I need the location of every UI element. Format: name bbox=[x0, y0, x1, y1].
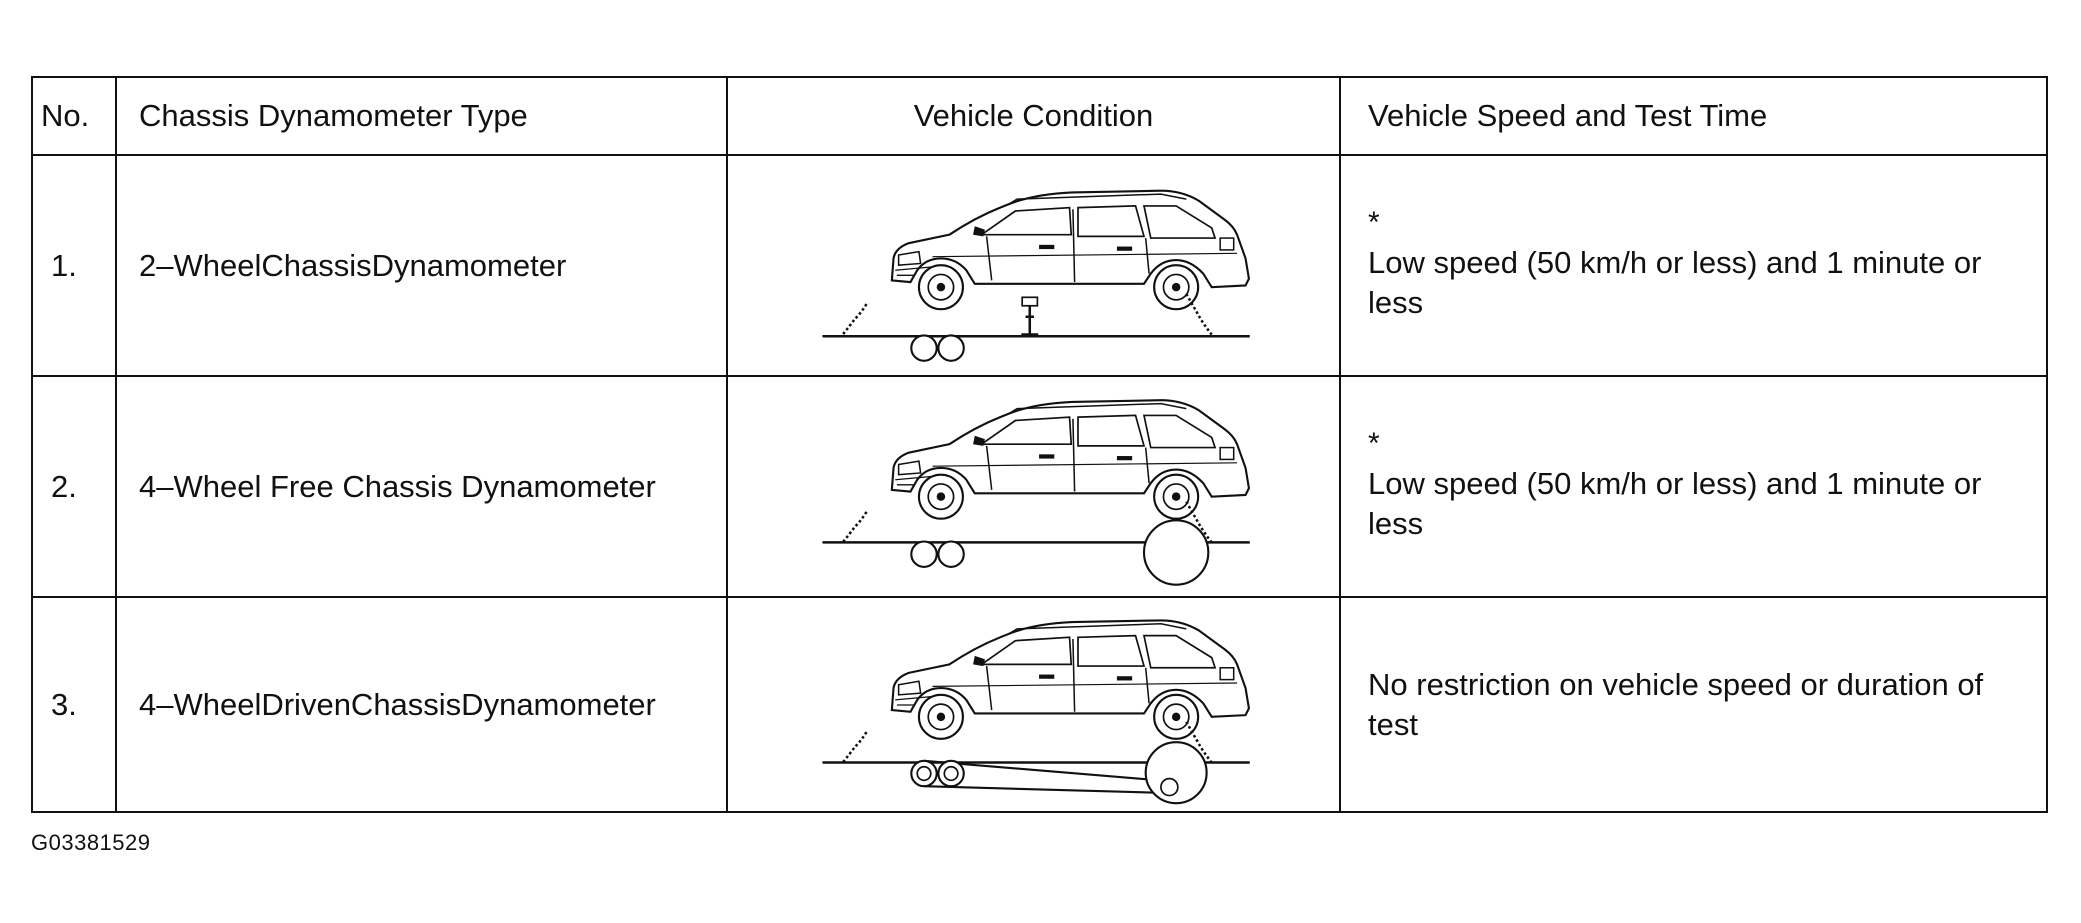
suv-on-2-wheel-dynamometer-illustration bbox=[821, 189, 1250, 362]
dynamometer-table: No. Chassis Dynamometer Type Vehicle Con… bbox=[31, 76, 2048, 813]
row-number: 2. bbox=[31, 375, 117, 598]
dynamometer-type: 4–Wheel Free Chassis Dynamometer bbox=[115, 375, 728, 598]
row-number: 3. bbox=[31, 596, 117, 813]
vehicle-condition-cell bbox=[726, 375, 1341, 598]
table-row: 3. 4–WheelDrivenChassisDynamometer bbox=[31, 596, 2048, 813]
speed-and-time-cell: * Low speed (50 km/h or less) and 1 minu… bbox=[1339, 375, 2048, 598]
suv-on-4-wheel-free-dynamometer-illustration bbox=[821, 399, 1250, 586]
figure-code: G03381529 bbox=[31, 830, 151, 855]
row-number: 1. bbox=[31, 154, 117, 377]
note-asterisk: * bbox=[1368, 205, 1380, 239]
suv-on-4-wheel-driven-dynamometer-illustration bbox=[821, 618, 1250, 804]
table-header-row: No. Chassis Dynamometer Type Vehicle Con… bbox=[31, 76, 2048, 156]
header-speed: Vehicle Speed and Test Time bbox=[1339, 76, 2048, 156]
table-row: 2. 4–Wheel Free Chassis Dynamometer * Lo… bbox=[31, 375, 2048, 598]
dynamometer-type: 2–WheelChassisDynamometer bbox=[115, 154, 728, 377]
speed-text: No restriction on vehicle speed or durat… bbox=[1368, 666, 1984, 742]
speed-text: Low speed (50 km/h or less) and 1 minute… bbox=[1368, 465, 1982, 541]
vehicle-condition-cell bbox=[726, 154, 1341, 377]
table-row: 1. 2–WheelChassisDynamometer bbox=[31, 154, 2048, 377]
header-no: No. bbox=[31, 76, 117, 156]
speed-and-time-cell: * Low speed (50 km/h or less) and 1 minu… bbox=[1339, 154, 2048, 377]
note-asterisk: * bbox=[1368, 426, 1380, 460]
vehicle-condition-cell bbox=[726, 596, 1341, 813]
speed-and-time-cell: No restriction on vehicle speed or durat… bbox=[1339, 596, 2048, 813]
header-type: Chassis Dynamometer Type bbox=[115, 76, 728, 156]
dynamometer-type: 4–WheelDrivenChassisDynamometer bbox=[115, 596, 728, 813]
speed-text: Low speed (50 km/h or less) and 1 minute… bbox=[1368, 244, 1982, 320]
header-condition: Vehicle Condition bbox=[726, 76, 1341, 156]
